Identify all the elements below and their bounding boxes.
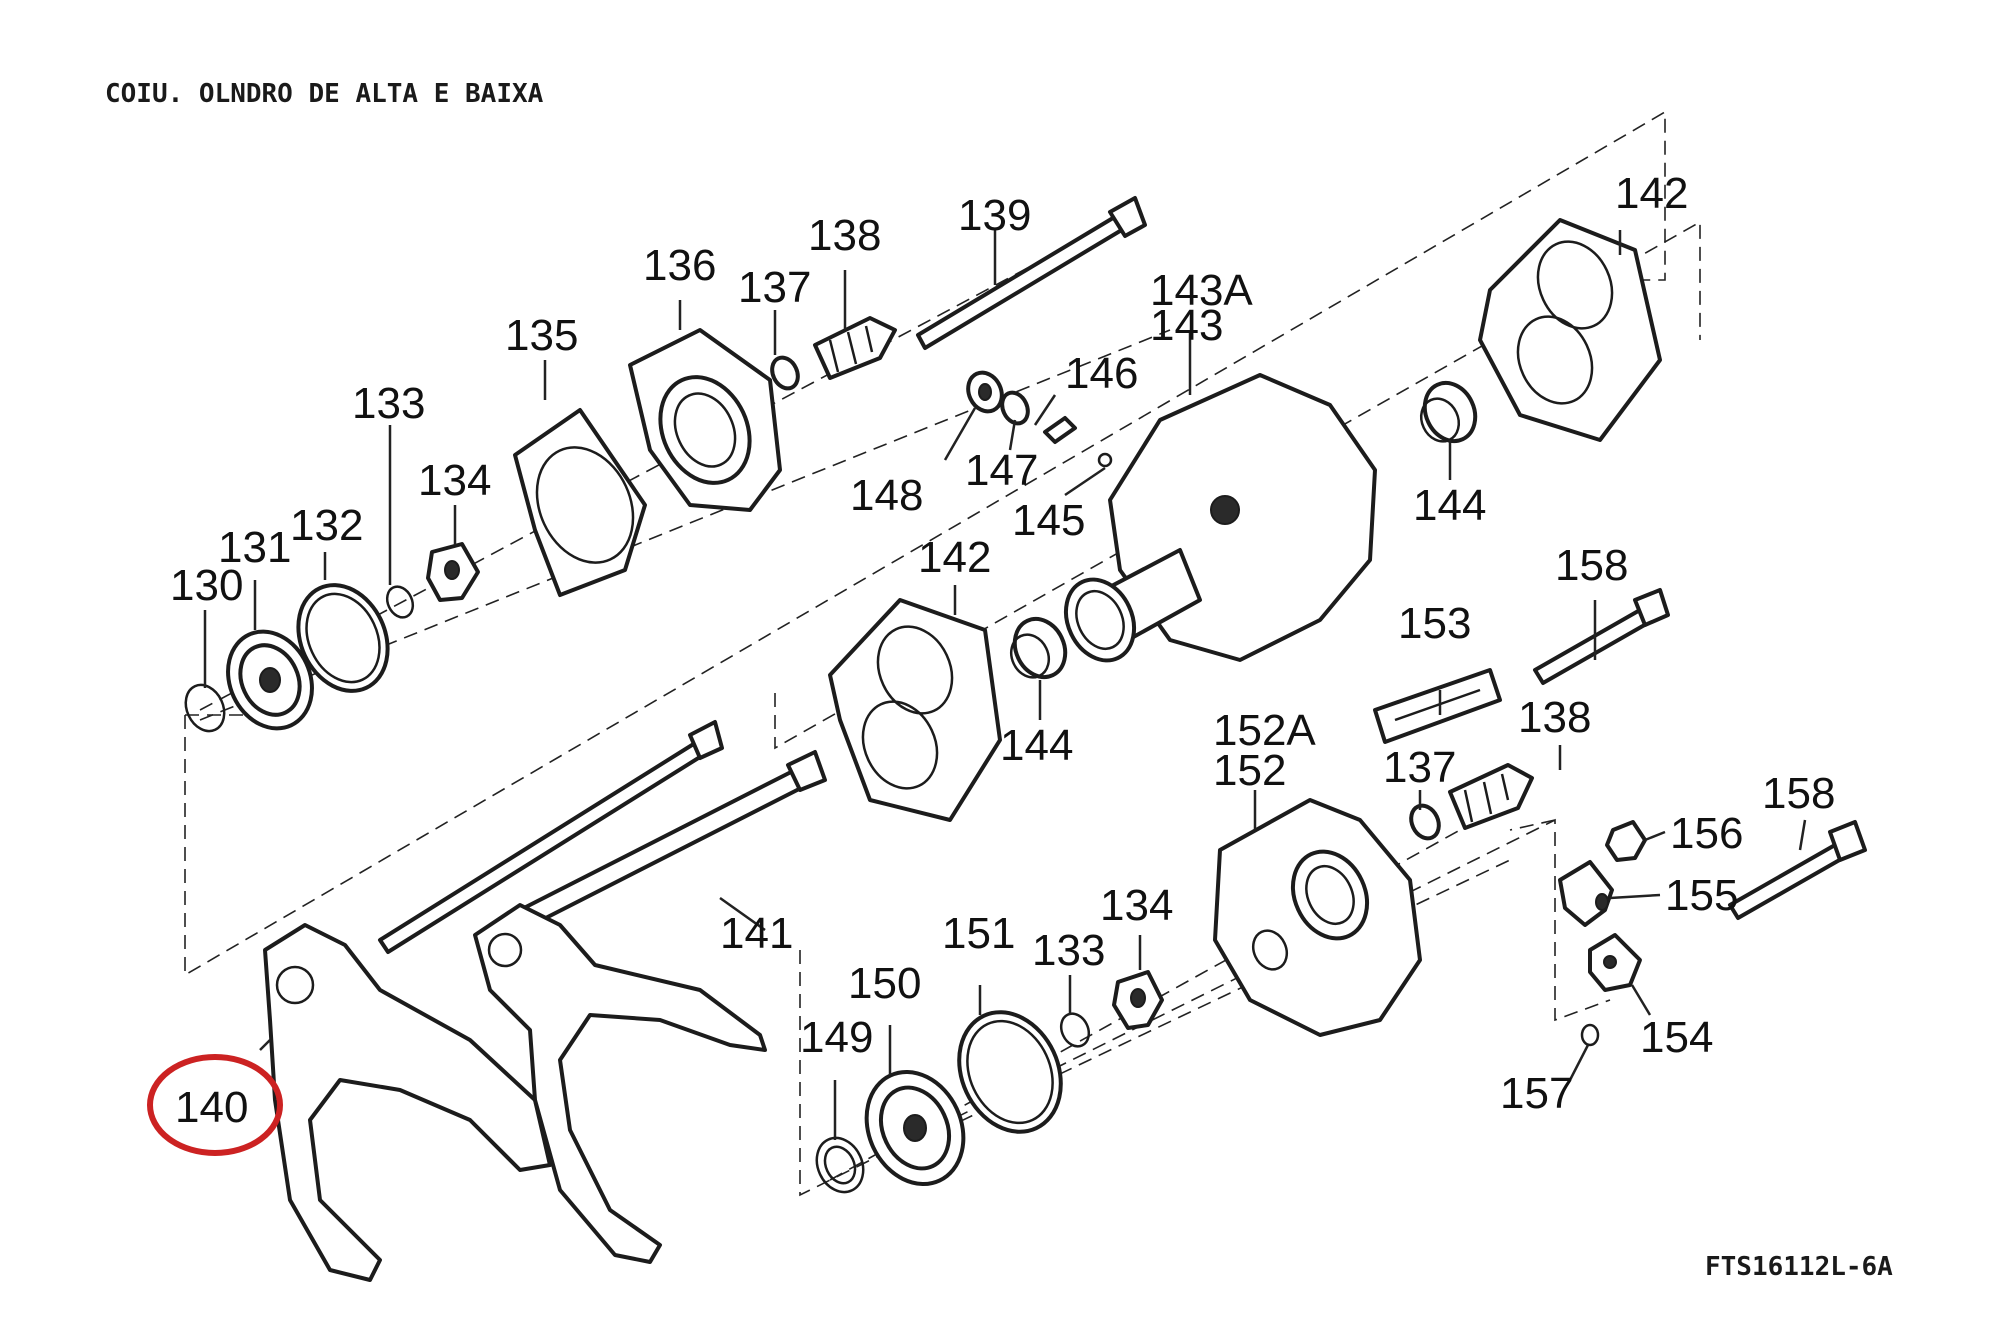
part-135-gasket — [513, 408, 647, 597]
label-157: 157 — [1500, 1069, 1573, 1118]
part-144-bushing-top — [1419, 380, 1478, 444]
part-144-bushing-middle — [1009, 616, 1068, 680]
label-156: 156 — [1670, 809, 1743, 858]
label-134-top: 134 — [418, 456, 491, 505]
part-140-shift-fork-left — [263, 923, 552, 1282]
label-150: 150 — [848, 959, 921, 1008]
part-153-plate — [1373, 668, 1502, 744]
label-152a: 152A — [1213, 706, 1316, 755]
part-132-o-ring — [296, 583, 390, 693]
label-152: 152 — [1213, 746, 1286, 795]
part-158-bolt-top — [1533, 588, 1670, 685]
label-134-bottom: 134 — [1100, 881, 1173, 930]
part-130-snap-ring — [184, 683, 226, 733]
part-158-bolt-bottom — [1728, 820, 1867, 920]
label-154: 154 — [1640, 1013, 1713, 1062]
part-146-pin — [1043, 416, 1077, 444]
label-158-bottom: 158 — [1762, 769, 1835, 818]
part-133-ring-bottom — [1059, 1012, 1091, 1048]
label-144-top: 144 — [1413, 481, 1486, 530]
label-146: 146 — [1065, 349, 1138, 398]
part-152-cover — [1213, 798, 1422, 1037]
label-136: 136 — [643, 241, 716, 290]
part-140-highlight-circle — [147, 1054, 283, 1156]
label-130: 130 — [170, 561, 243, 610]
label-158-top: 158 — [1555, 541, 1628, 590]
part-148-bushing — [966, 370, 1004, 414]
label-135: 135 — [505, 311, 578, 360]
part-155-clamp — [1558, 860, 1614, 927]
label-137-top: 137 — [738, 263, 811, 312]
label-133-top: 133 — [352, 379, 425, 428]
label-138-bottom: 138 — [1518, 693, 1591, 742]
part-150-bearing — [864, 1069, 966, 1187]
part-141-shift-shafts — [378, 720, 827, 954]
part-143-transfer-case — [1063, 373, 1377, 663]
label-143: 143 — [1150, 301, 1223, 350]
part-145-ball — [1097, 452, 1113, 468]
label-145: 145 — [1012, 496, 1085, 545]
part-138-switch-top — [813, 316, 897, 380]
part-151-o-ring — [957, 1010, 1063, 1134]
label-142-top: 142 — [1615, 169, 1688, 218]
label-151: 151 — [942, 909, 1015, 958]
part-138-switch-bottom — [1448, 763, 1534, 830]
part-134-nut-bottom — [1112, 970, 1164, 1030]
part-140-shift-fork-right — [473, 903, 767, 1264]
label-149: 149 — [800, 1013, 873, 1062]
label-142-middle: 142 — [918, 533, 991, 582]
part-142-gasket-middle — [828, 598, 1002, 822]
label-139: 139 — [958, 191, 1031, 240]
part-142-gasket-top — [1478, 218, 1662, 442]
label-144-middle: 144 — [1000, 721, 1073, 770]
leader-lines — [203, 230, 1807, 1140]
part-133-ring-top — [385, 585, 415, 619]
figure-code: FTS16112L-6A — [1705, 1252, 1893, 1282]
part-139-shift-rod — [916, 196, 1147, 350]
part-134-nut-top — [426, 542, 480, 602]
label-141: 141 — [720, 909, 793, 958]
label-137-bottom: 137 — [1383, 743, 1456, 792]
label-132: 132 — [290, 501, 363, 550]
part-147-ring — [1000, 390, 1030, 426]
label-131: 131 — [218, 523, 291, 572]
label-133-bottom: 133 — [1032, 926, 1105, 975]
label-147: 147 — [965, 446, 1038, 495]
part-136-housing-plate — [628, 328, 782, 512]
label-153: 153 — [1398, 599, 1471, 648]
part-157-ball — [1580, 1023, 1600, 1047]
label-148: 148 — [850, 471, 923, 520]
part-156-nut — [1605, 820, 1647, 862]
part-number-labels: 130 131 132 133 134 135 136 137 138 139 … — [170, 169, 1835, 1132]
label-140-highlighted: 140 — [175, 1083, 248, 1132]
label-143a: 143A — [1150, 266, 1253, 315]
part-131-bearing — [226, 629, 314, 731]
part-137-seal-top — [770, 355, 800, 391]
diagram-title: COIU. OLNDRO DE ALTA E BAIXA — [105, 79, 544, 109]
label-138-top: 138 — [808, 211, 881, 260]
part-149-snap-ring — [815, 1136, 865, 1194]
part-137-seal-bottom — [1409, 803, 1441, 841]
part-154-bracket — [1588, 933, 1642, 992]
label-155: 155 — [1665, 871, 1738, 920]
